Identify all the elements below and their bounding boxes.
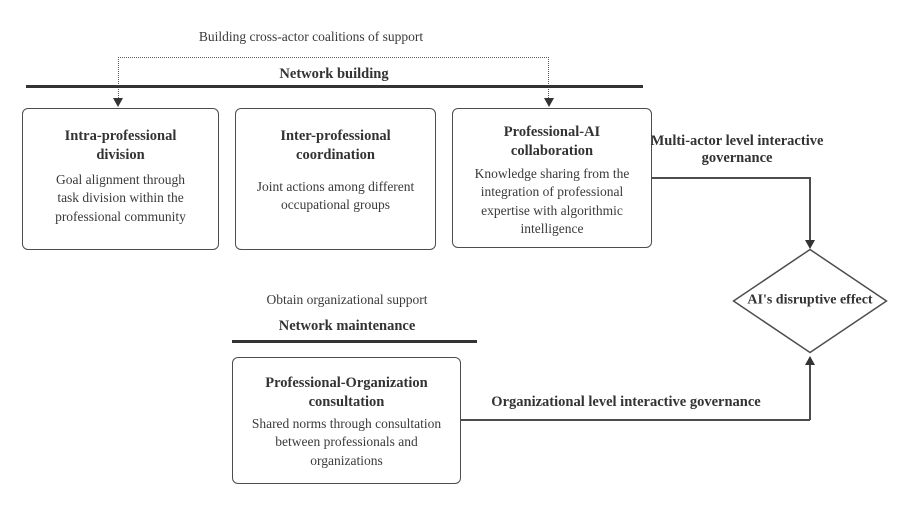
box-intra-professional-division: Intra-professional division Goal alignme… xyxy=(22,108,219,250)
box-body: Goal alignment through task division wit… xyxy=(55,172,186,224)
box-body: Knowledge sharing from the integration o… xyxy=(474,166,630,237)
obtain-support-label: Obtain organizational support xyxy=(266,292,428,307)
box-title: Inter-professional coordination xyxy=(280,128,391,163)
network-maintenance-underline xyxy=(232,340,477,343)
organizational-connector-vertical xyxy=(809,365,811,420)
network-building-underline xyxy=(26,85,643,88)
ai-disruptive-effect-label: AI's disruptive effect xyxy=(747,292,873,308)
arrow-down-icon xyxy=(805,240,815,249)
arrow-down-icon xyxy=(544,98,554,107)
coalition-support-label: Building cross-actor coalitions of suppo… xyxy=(198,29,424,44)
multi-actor-connector-vertical xyxy=(809,177,811,241)
coalition-bracket-left-drop xyxy=(118,57,119,98)
coalition-bracket-line xyxy=(118,57,549,58)
multi-actor-governance-label: Multi-actor level interactive governance xyxy=(650,133,824,167)
box-title: Professional-AI collaboration xyxy=(503,124,601,159)
box-professional-ai-collaboration: Professional-AI collaboration Knowledge … xyxy=(452,108,652,248)
box-title: Professional-Organization consultation xyxy=(265,375,428,410)
multi-actor-connector-horizontal xyxy=(651,177,811,179)
ai-disruptive-effect-diamond: AI's disruptive effect xyxy=(732,248,888,354)
box-body: Joint actions among different occupation… xyxy=(256,179,415,213)
box-title: Intra-professional division xyxy=(64,128,177,163)
coalition-bracket-right-drop xyxy=(548,57,549,98)
box-body: Shared norms through consultation betwee… xyxy=(251,416,442,468)
organizational-governance-label: Organizational level interactive governa… xyxy=(491,394,761,410)
arrow-down-icon xyxy=(113,98,123,107)
box-professional-organization-consultation: Professional-Organization consultation S… xyxy=(232,357,461,484)
organizational-connector-horizontal xyxy=(461,419,810,421)
diamond-shape xyxy=(732,248,888,354)
network-building-label: Network building xyxy=(279,66,389,82)
network-maintenance-label: Network maintenance xyxy=(278,318,416,334)
box-inter-professional-coordination: Inter-professional coordination Joint ac… xyxy=(235,108,436,250)
arrow-up-icon xyxy=(805,356,815,365)
